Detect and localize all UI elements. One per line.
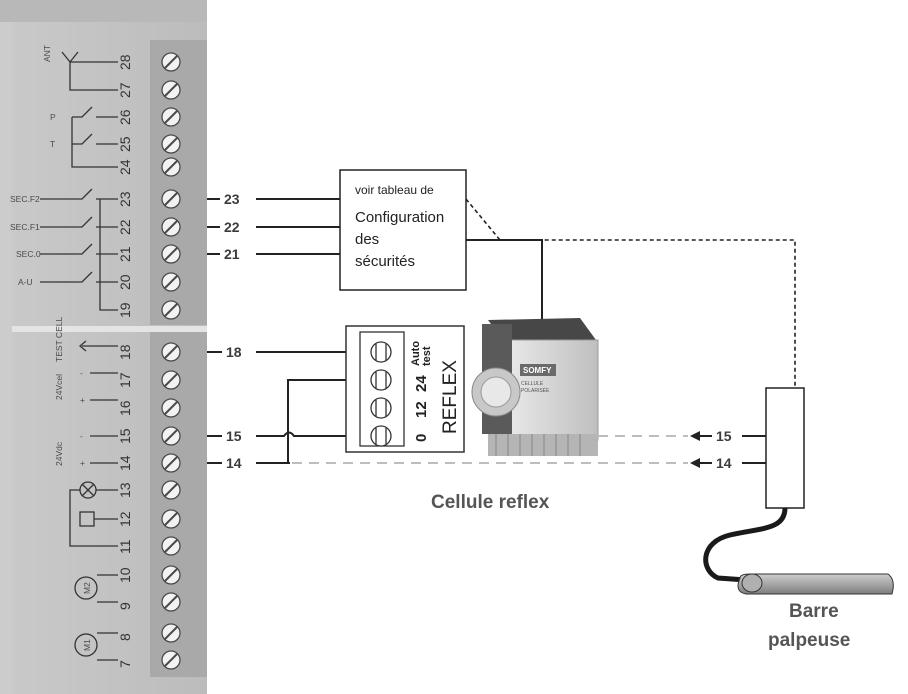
p-label: P [50, 112, 56, 122]
t-label: T [50, 139, 55, 149]
terminal-number: 16 [117, 400, 133, 416]
terminal-number: 12 [117, 511, 133, 527]
cell-label-2: POLARISÉE [521, 387, 550, 394]
reflex-terminal-block: Auto test 24 12 0 REFLEX [345, 325, 465, 453]
reflex-cell-device: SOMFY CELLULE POLARISÉE [471, 318, 599, 456]
terminal-number: 11 [117, 539, 133, 554]
terminal-number: 15 [117, 428, 133, 444]
cell-label-1: CELLULE [521, 381, 544, 387]
terminal-slot [164, 456, 178, 470]
plus-16: + [80, 395, 85, 405]
wire-label-21: 21 [224, 246, 240, 262]
minus-15: - [80, 431, 83, 441]
wire-label-14: 14 [226, 455, 242, 471]
test-cell-label: TEST CELL [54, 317, 64, 362]
terminal-slot [164, 568, 178, 582]
config-line-4: sécurités [355, 253, 415, 270]
configuration-box: voir tableau de Configuration des sécuri… [339, 169, 467, 291]
terminal-number: 24 [117, 159, 133, 175]
terminal-block: 28 27 26 25 24 23 22 21 20 19 18 17 16 15 14 13 12 11 10 9 8… [117, 52, 181, 670]
terminal-slot [164, 539, 178, 553]
config-dotted-link [465, 198, 796, 388]
terminal-slot [164, 275, 178, 289]
terminal-number: 26 [117, 109, 133, 125]
terminal-slot [164, 429, 178, 443]
a-u-label: A-U [18, 277, 33, 287]
sensing-edge [703, 387, 894, 595]
terminal-slot [164, 512, 178, 526]
m1-label: M1 [82, 639, 92, 651]
terminal-slot [164, 483, 178, 497]
terminal-slot [164, 626, 178, 640]
terminal-number: 28 [117, 54, 133, 70]
wire-label-22: 22 [224, 219, 240, 235]
right-label-14: 14 [716, 455, 732, 471]
terminal-slot [164, 303, 178, 317]
plus-14: + [80, 458, 85, 468]
terminal-slot [164, 373, 178, 387]
terminal-number: 8 [117, 633, 133, 641]
config-line-3: des [355, 231, 379, 248]
wire-label-23: 23 [224, 191, 240, 207]
sec-f2-label: SEC.F2 [10, 194, 40, 204]
terminal-number: 13 [117, 482, 133, 498]
minus-17: - [80, 368, 83, 378]
board-labels: ANT P T SEC.F2 SEC.F1 SEC.0 A-U TEST CEL… [10, 45, 92, 651]
terminal-number: 21 [117, 246, 133, 262]
terminal-number: 19 [117, 302, 133, 318]
terminal-number: 27 [117, 82, 133, 98]
terminal-slot [164, 192, 178, 206]
terminal-slot [164, 137, 178, 151]
cell-brand: SOMFY [523, 366, 552, 375]
reflex-0-label: 0 [413, 434, 430, 442]
terminal-number: 7 [117, 660, 133, 668]
terminal-number: 22 [117, 219, 133, 235]
terminal-slot [164, 595, 178, 609]
v24dc-label: 24Vdc [54, 441, 64, 466]
terminal-number: 17 [117, 372, 133, 388]
terminal-number: 20 [117, 274, 133, 290]
terminal-number: 10 [117, 567, 133, 583]
board-wires: 23 22 21 18 15 14 [207, 191, 372, 471]
wire-label-18: 18 [226, 344, 242, 360]
terminal-number: 14 [117, 455, 133, 471]
cell-caption: Cellule reflex [431, 492, 550, 513]
terminal-slot [164, 345, 178, 359]
reflex-12-label: 12 [413, 401, 430, 418]
edge-label-1: Barre [789, 601, 839, 622]
terminal-number: 9 [117, 602, 133, 610]
edge-label-2: palpeuse [768, 630, 850, 651]
sec-f1-label: SEC.F1 [10, 222, 40, 232]
right-wires: 15 14 [690, 428, 766, 471]
sec-0-label: SEC.0 [16, 249, 41, 259]
terminal-slot [164, 220, 178, 234]
reflex-auto-label: Auto [410, 341, 422, 366]
terminal-number: 25 [117, 136, 133, 152]
terminal-slot [164, 247, 178, 261]
terminal-slot [164, 653, 178, 667]
terminal-slot [164, 401, 178, 415]
config-line-1: voir tableau de [355, 183, 434, 197]
terminal-number: 23 [117, 191, 133, 207]
config-line-2: Configuration [355, 209, 444, 226]
wire-label-15: 15 [226, 428, 242, 444]
reflex-test-label: test [421, 346, 433, 366]
ant-label: ANT [42, 45, 52, 62]
terminal-slot [164, 160, 178, 174]
m2-label: M2 [82, 582, 92, 594]
terminal-slot [164, 83, 178, 97]
reflex-24-label: 24 [413, 375, 430, 392]
reflex-name: REFLEX [440, 360, 461, 434]
v24cel-label: 24Vcel [54, 374, 64, 400]
right-label-15: 15 [716, 428, 732, 444]
terminal-number: 18 [117, 344, 133, 360]
terminal-slot [164, 110, 178, 124]
board-symbols [40, 51, 118, 661]
cell-power-wire [466, 239, 543, 320]
terminal-slot [164, 55, 178, 69]
